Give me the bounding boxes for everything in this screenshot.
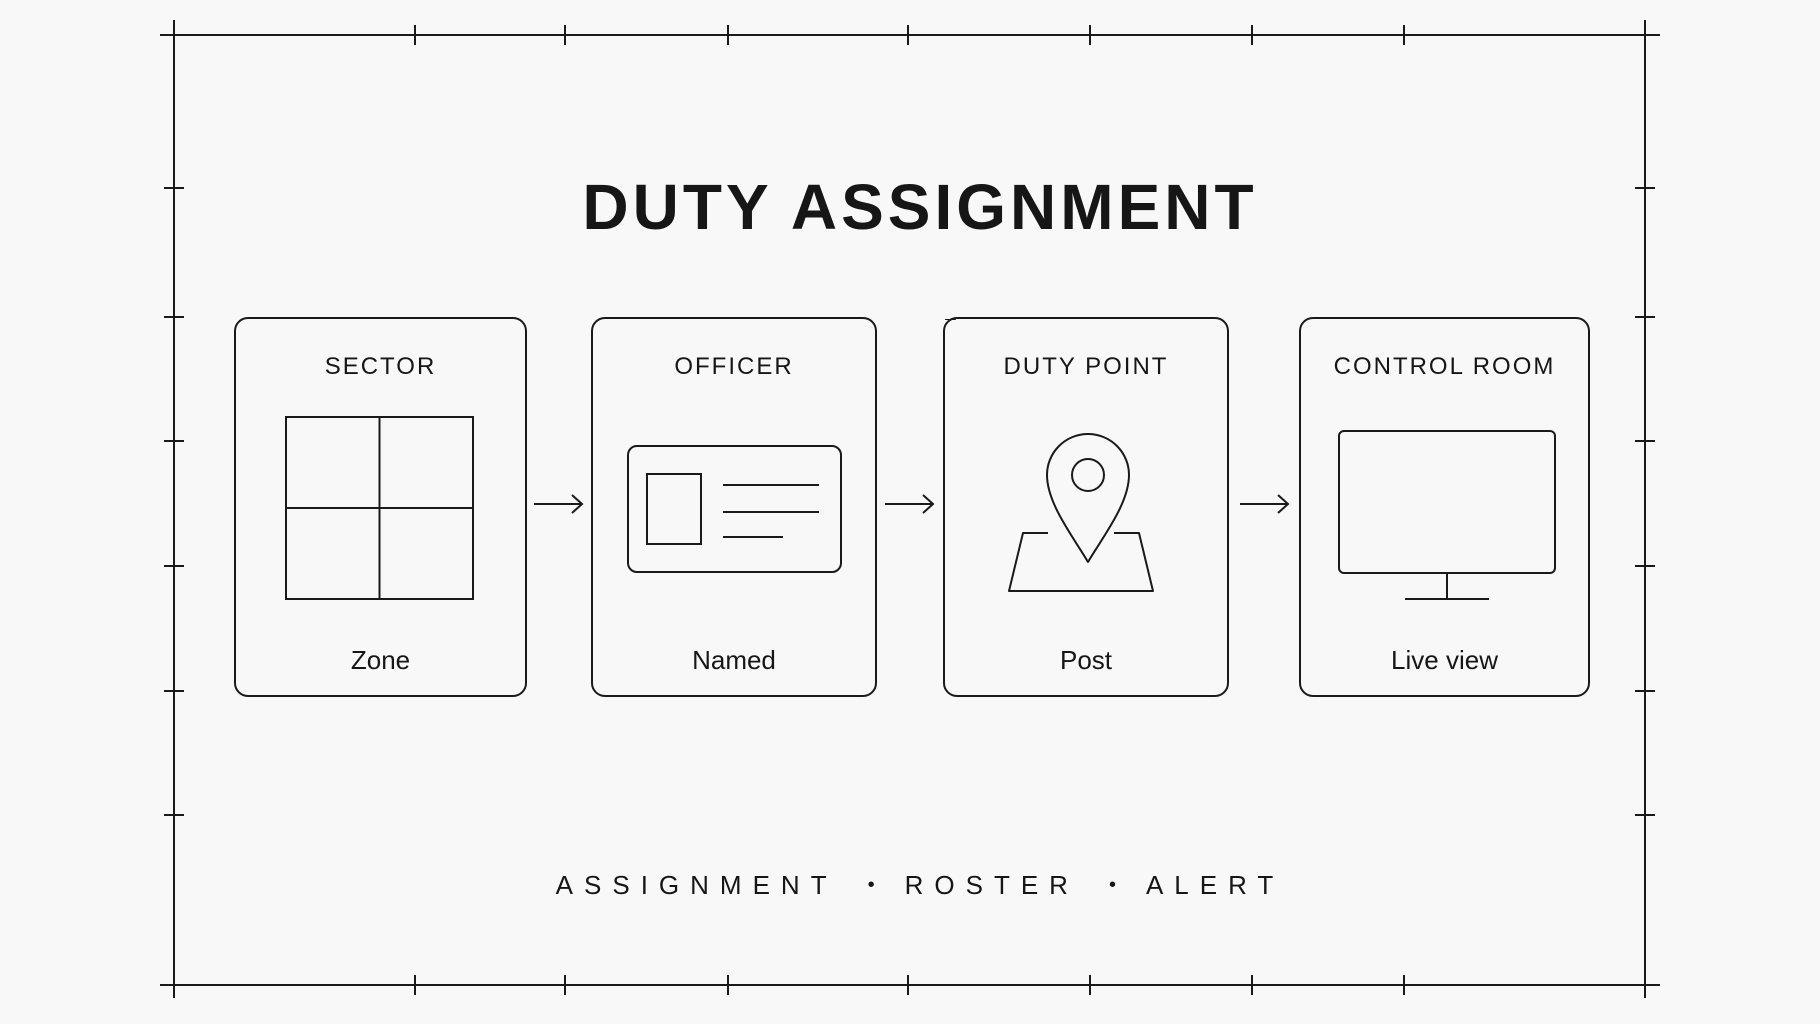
stage-caption: Live view — [1391, 645, 1498, 675]
stage-card-officer: OFFICER Named — [591, 317, 877, 697]
arrow-right-icon — [534, 494, 584, 514]
map-pin-icon — [945, 319, 1154, 592]
arrow-right-icon — [1240, 494, 1290, 514]
diagram-title: DUTY ASSIGNMENT — [582, 171, 1258, 243]
grid-icon — [285, 416, 474, 600]
footer-tags: ASSIGNMENT • ROSTER • ALERT — [0, 870, 1820, 901]
arrow-right-icon — [885, 494, 935, 514]
separator-dot: • — [1108, 874, 1116, 896]
stage-title: OFFICER — [674, 353, 794, 380]
stage-card-sector: SECTOR Zone — [234, 317, 527, 697]
separator-dot: • — [867, 874, 875, 896]
stage-title: SECTOR — [324, 353, 437, 380]
footer-tag-alert: ALERT — [1145, 870, 1285, 900]
stage-title: DUTY POINT — [1003, 353, 1169, 380]
footer-tag-roster: ROSTER — [904, 870, 1079, 900]
stage-card-control-room: CONTROL ROOM Live view — [1299, 317, 1590, 697]
stage-card-duty-point: DUTY POINT Post — [943, 317, 1229, 697]
monitor-icon — [1338, 430, 1556, 600]
stage-caption: Named — [692, 645, 776, 675]
stage-caption: Zone — [350, 645, 411, 675]
footer-tag-assignment: ASSIGNMENT — [555, 870, 838, 900]
stage-caption: Post — [1059, 645, 1113, 675]
stage-title: CONTROL ROOM — [1333, 353, 1556, 380]
id-card-icon — [627, 445, 842, 573]
